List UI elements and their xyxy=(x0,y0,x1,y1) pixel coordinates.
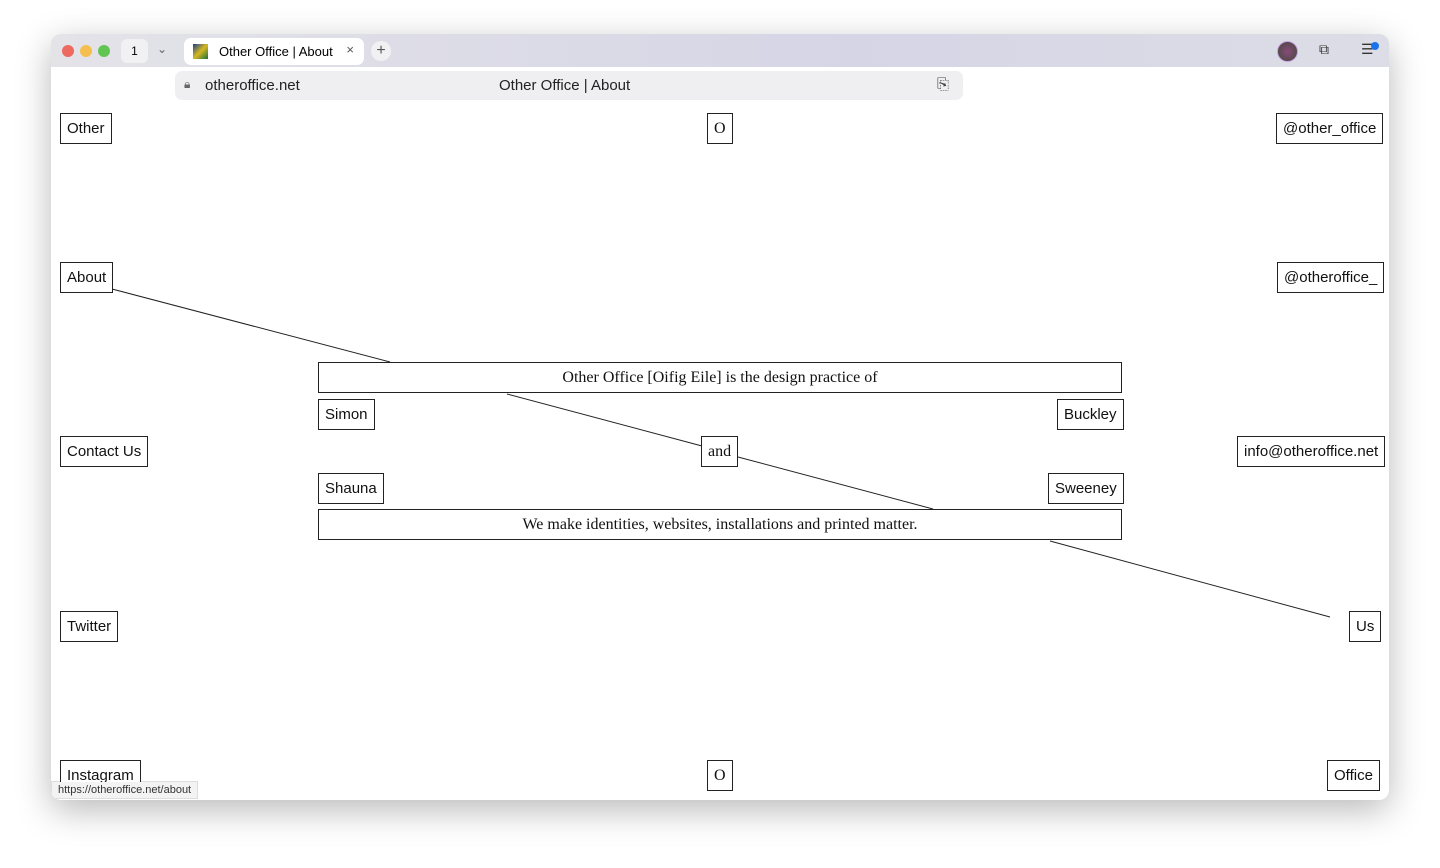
connector-line xyxy=(506,393,703,447)
url-host: otheroffice.net xyxy=(205,77,300,94)
favicon-icon xyxy=(193,44,208,59)
tab-bar: 1 ⌄ Other Office | About × + ⧉ ☰ xyxy=(51,34,1389,67)
nav-twitter[interactable]: Twitter xyxy=(60,611,119,642)
new-tab-button[interactable]: + xyxy=(371,41,391,61)
chevron-down-icon[interactable]: ⌄ xyxy=(157,42,168,56)
tab-active[interactable]: Other Office | About × xyxy=(184,38,364,65)
close-window-button[interactable] xyxy=(62,45,74,57)
menu-icon[interactable]: ☰ xyxy=(1361,41,1374,57)
name-shauna: Shauna xyxy=(318,473,384,504)
nav-o-top[interactable]: O xyxy=(707,113,733,144)
nav-office[interactable]: Office xyxy=(1327,760,1380,791)
name-buckley: Buckley xyxy=(1057,399,1124,430)
nav-us[interactable]: Us xyxy=(1349,611,1382,642)
browser-window: 1 ⌄ Other Office | About × + ⧉ ☰ 🔒︎ othe… xyxy=(51,34,1389,800)
name-sweeney: Sweeney xyxy=(1048,473,1124,504)
nav-instagram[interactable]: Instagram xyxy=(60,760,141,782)
connector-line xyxy=(111,288,391,363)
bookmark-icon[interactable]: ⎘ xyxy=(936,76,949,93)
nav-contact-us[interactable]: Contact Us xyxy=(60,436,149,467)
intro-text: Other Office [Oifig Eile] is the design … xyxy=(318,362,1122,393)
nav-about[interactable]: About xyxy=(60,262,114,293)
close-tab-icon[interactable]: × xyxy=(346,42,354,57)
notification-dot xyxy=(1371,42,1379,50)
tab-title: Other Office | About xyxy=(219,44,333,59)
nav-other[interactable]: Other xyxy=(60,113,112,144)
link-email[interactable]: info@otheroffice.net xyxy=(1237,436,1386,467)
minimize-window-button[interactable] xyxy=(80,45,92,57)
bookmarks-icon[interactable]: ⧉ xyxy=(1319,41,1329,57)
connector-line xyxy=(737,456,934,510)
tab-count-button[interactable]: 1 xyxy=(121,39,148,63)
tagline-text: We make identities, websites, installati… xyxy=(318,509,1122,540)
name-simon: Simon xyxy=(318,399,375,430)
connector-line xyxy=(1049,540,1331,618)
link-twitter-handle[interactable]: @otheroffice_ xyxy=(1277,262,1385,293)
nav-o-bottom[interactable]: O xyxy=(707,760,733,791)
address-bar[interactable]: 🔒︎ otheroffice.net Other Office | About … xyxy=(175,71,963,100)
maximize-window-button[interactable] xyxy=(98,45,110,57)
profile-avatar[interactable] xyxy=(1277,41,1298,62)
page-title: Other Office | About xyxy=(499,77,631,94)
lock-icon: 🔒︎ xyxy=(184,77,191,91)
and-text: and xyxy=(701,436,739,467)
link-instagram-handle[interactable]: @other_office xyxy=(1276,113,1384,144)
